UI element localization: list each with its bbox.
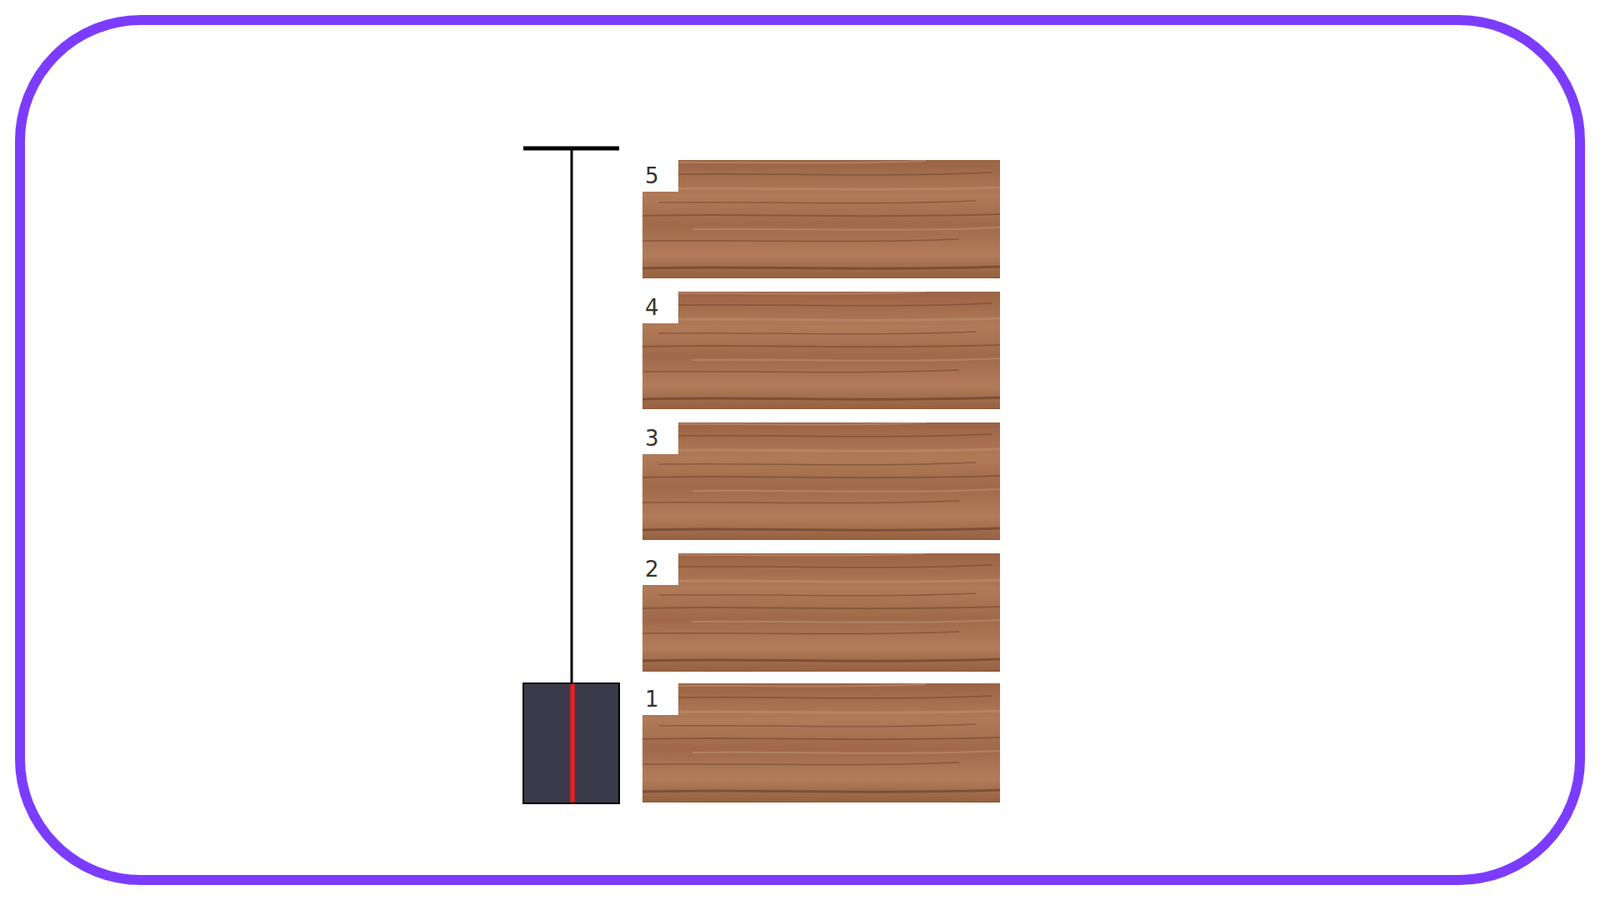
pendulum-string xyxy=(570,148,574,684)
callout-number: 2 xyxy=(642,553,679,585)
callout-number: 3 xyxy=(642,422,679,455)
wood-plank xyxy=(642,160,1000,279)
wood-grain xyxy=(642,553,1000,672)
wood-grain xyxy=(642,291,1000,410)
center-mark xyxy=(570,684,575,803)
callout-number: 4 xyxy=(642,291,679,324)
wood-plank xyxy=(642,422,1000,540)
pendulum-bob xyxy=(523,683,620,804)
wood-plank xyxy=(642,683,1000,803)
frame xyxy=(20,20,1580,880)
callout-number: 1 xyxy=(642,683,679,715)
wood-grain xyxy=(642,160,1000,279)
wood-planks xyxy=(642,160,1000,803)
wood-grain xyxy=(642,683,1000,803)
wood-plank xyxy=(642,291,1000,410)
wood-grain xyxy=(642,422,1000,540)
wood-plank xyxy=(642,553,1000,672)
callout-number: 5 xyxy=(642,160,679,192)
